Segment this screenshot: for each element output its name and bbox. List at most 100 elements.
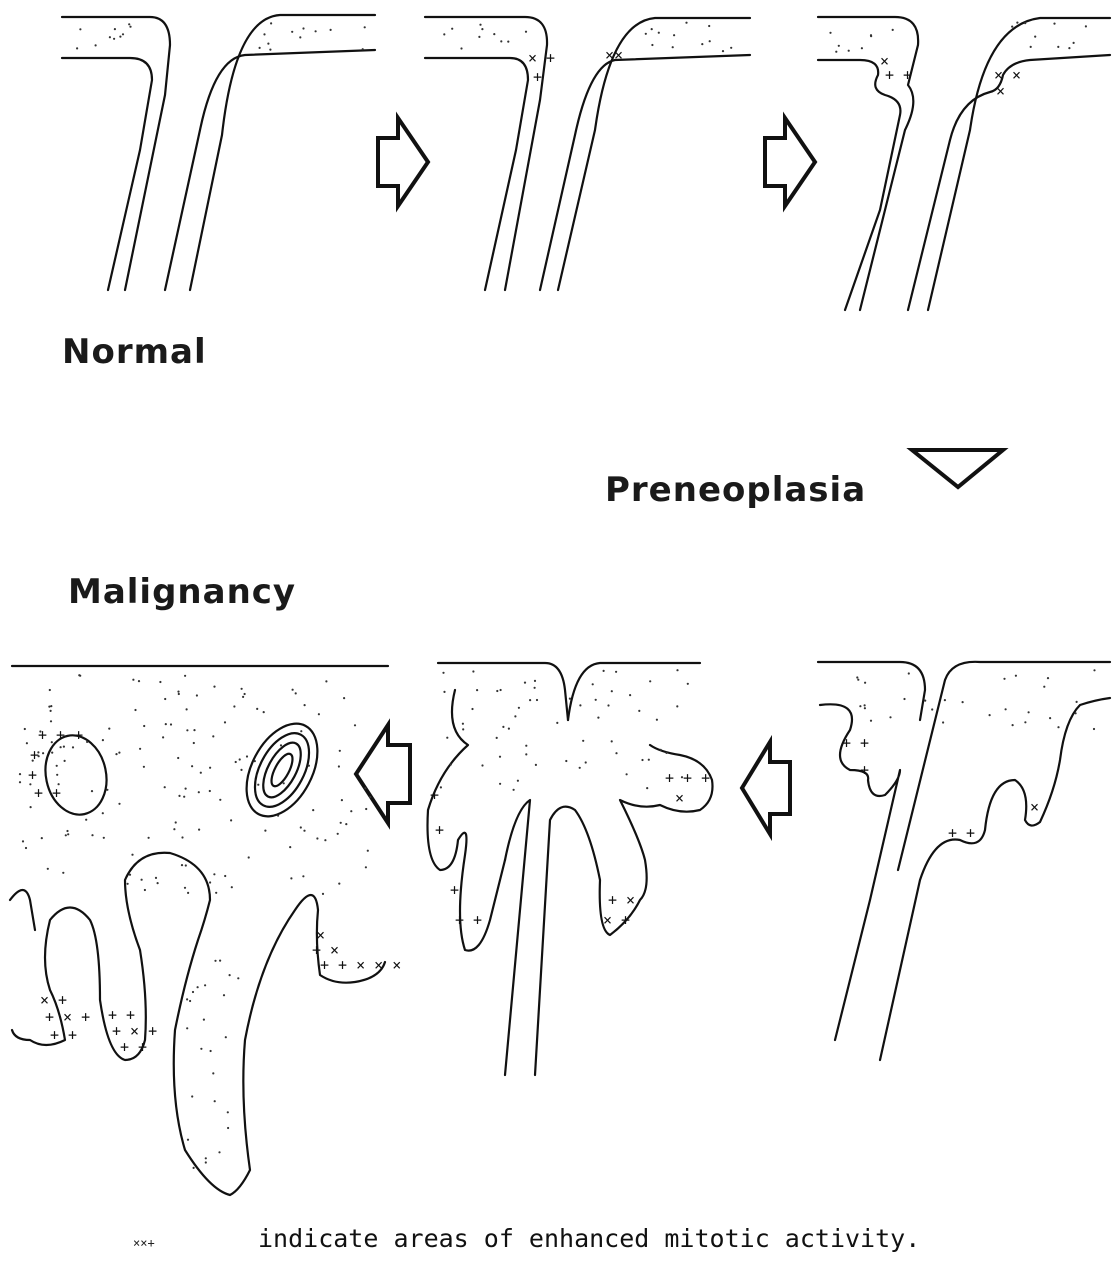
stipple-dot [85, 819, 87, 821]
stipple-dot [354, 724, 356, 726]
stipple-dot [187, 892, 189, 894]
stipple-dot [340, 822, 342, 824]
stipple-dot [443, 33, 445, 35]
stipple-dot [185, 788, 187, 790]
stipple-dot [300, 826, 302, 828]
stipple-dot [829, 32, 831, 34]
stipple-dot [181, 864, 183, 866]
stipple-dot [534, 680, 536, 682]
stipple-dot [1093, 669, 1095, 671]
svg-text:+ +: + + [34, 784, 61, 802]
stipple-dot [113, 38, 115, 40]
arrow-right-icon [765, 118, 815, 206]
stipple-dot [569, 698, 571, 700]
stipple-dot [129, 26, 131, 28]
stipple-dot [86, 741, 88, 743]
stipple-dot [364, 787, 366, 789]
svg-text:+ × +: + × + [45, 1008, 90, 1026]
stipple-dot [493, 33, 495, 35]
stipple-dot [131, 854, 133, 856]
stipple-dot [193, 1167, 195, 1169]
svg-text:× +: × + [603, 911, 630, 929]
stipple-dot [102, 812, 104, 814]
stipple-dot [496, 690, 498, 692]
stipple-dot [1085, 25, 1087, 27]
stipple-dot [903, 698, 905, 700]
label-normal: Normal [62, 332, 207, 372]
stipple-dot [603, 670, 605, 672]
stipple-dot [66, 830, 68, 832]
stipple-dot [162, 736, 164, 738]
stipple-dot [213, 686, 215, 688]
stipple-dot [300, 730, 302, 732]
stipple-dot [365, 866, 367, 868]
stipple-dot [524, 682, 526, 684]
stipple-dot [870, 720, 872, 722]
stipple-dot [615, 752, 617, 754]
stipple-dot [235, 761, 237, 763]
arrow-left-icon [356, 725, 410, 823]
stipple-dot [565, 760, 567, 762]
stipple-dot [365, 808, 367, 810]
stipple-dot [184, 675, 186, 677]
stipple-dot [962, 701, 964, 703]
stipple-dot [198, 791, 200, 793]
stipple-dot [479, 24, 481, 26]
stipple-dot [67, 833, 69, 835]
stipple-dot [50, 720, 52, 722]
stipple-dot [324, 839, 326, 841]
stipple-dot [451, 28, 453, 30]
stipple-dot [315, 30, 317, 32]
stipple-dot [102, 739, 104, 741]
stipple-dot [345, 823, 347, 825]
stipple-dot [193, 729, 195, 731]
stipple-dot [673, 34, 675, 36]
stipple-dot [175, 821, 177, 823]
stipple-dot [219, 799, 221, 801]
stipple-dot [656, 719, 658, 721]
stipple-dot [132, 679, 134, 681]
stipple-dot [592, 683, 594, 685]
stipple-dot [291, 31, 293, 33]
svg-text:× +: × + [40, 991, 67, 1009]
panel-bulge: + + × × × × [818, 17, 1110, 310]
stipple-dot [607, 704, 609, 706]
stipple-dot [200, 1048, 202, 1050]
stipple-dot [462, 723, 464, 725]
stipple-dot [514, 715, 516, 717]
stipple-dot [615, 671, 617, 673]
stipple-dot [159, 681, 161, 683]
stipple-dot [942, 721, 944, 723]
stipple-dot [1068, 47, 1070, 49]
stipple-dot [205, 1157, 207, 1159]
panel-early-change: × + + ×× [425, 17, 750, 290]
stipple-dot [658, 32, 660, 34]
stipple-dot [525, 753, 527, 755]
arrow-down-icon [912, 450, 1003, 487]
stipple-dot [481, 28, 483, 30]
stipple-dot [186, 998, 188, 1000]
stipple-dot [450, 763, 452, 765]
stipple-dot [701, 43, 703, 45]
stipple-dot [499, 783, 501, 785]
stipple-dot [32, 760, 34, 762]
stipple-dot [645, 33, 647, 35]
panel-preneoplasia: + + + + + × [818, 662, 1110, 1060]
stipple-dot [91, 790, 93, 792]
stipple-dot [214, 960, 216, 962]
stipple-dot [58, 783, 60, 785]
stipple-dot [330, 29, 332, 31]
stipple-dot [924, 700, 926, 702]
stipple-dot [178, 693, 180, 695]
stipple-dot [109, 36, 111, 38]
stipple-dot [24, 728, 26, 730]
stipple-dot [60, 746, 62, 748]
stipple-dot [196, 694, 198, 696]
stipple-dot [889, 716, 891, 718]
svg-text:+: + [533, 68, 542, 86]
stipple-dot [39, 730, 41, 732]
stipple-dot [256, 708, 258, 710]
stipple-dot [508, 728, 510, 730]
stipple-dot [529, 699, 531, 701]
stipple-dot [29, 783, 31, 785]
